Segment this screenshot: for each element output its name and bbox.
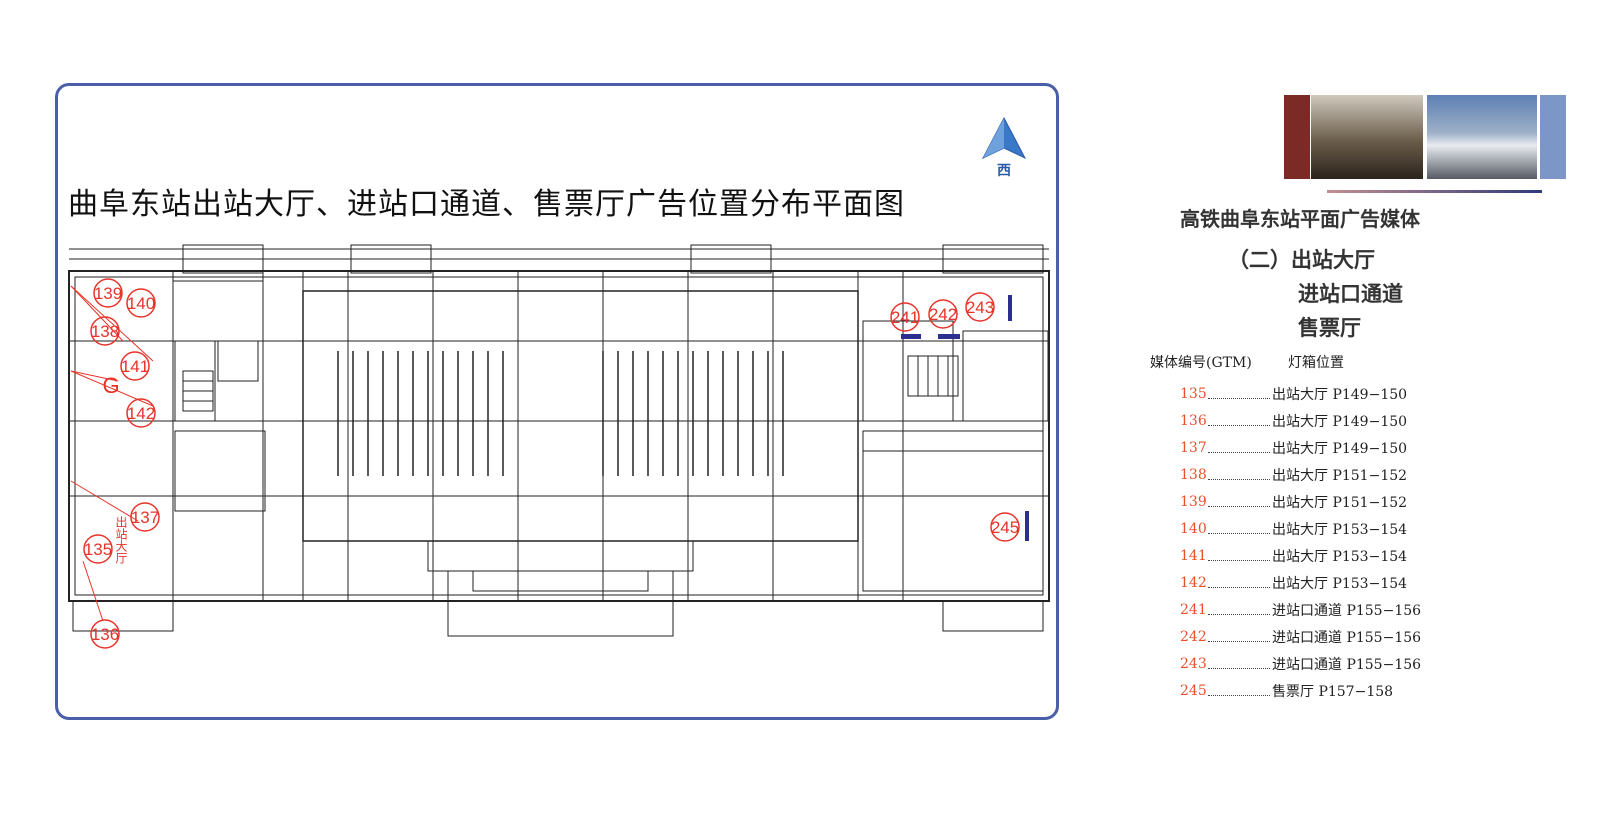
media-code: 136 <box>1180 412 1207 429</box>
media-code: 140 <box>1180 520 1207 537</box>
list-item: 137 出站大厅 P149−150 <box>1180 434 1421 461</box>
media-location: 出站大厅 P151−152 <box>1272 494 1408 511</box>
col-header-location: 灯箱位置 <box>1288 355 1344 371</box>
media-location: 出站大厅 P149−150 <box>1272 386 1408 403</box>
media-title: 高铁曲阜东站平面广告媒体 <box>1180 207 1420 231</box>
media-location: 进站口通道 P155−156 <box>1272 629 1422 646</box>
list-item: 139 出站大厅 P151−152 <box>1180 488 1421 515</box>
media-code: 243 <box>1180 655 1207 672</box>
marker-135: 135 <box>83 534 113 564</box>
svg-text:141: 141 <box>121 357 149 376</box>
marker-138: 138 <box>90 316 120 346</box>
media-code: 242 <box>1180 628 1207 645</box>
media-location: 售票厅 P157−158 <box>1272 683 1394 700</box>
media-code: 245 <box>1180 682 1207 699</box>
col-header-code: 媒体编号(GTM) <box>1150 355 1252 371</box>
media-code: 137 <box>1180 439 1207 456</box>
station-interior-photo <box>1311 95 1423 179</box>
plan-title: 曲阜东站出站大厅、进站口通道、售票厅广告位置分布平面图 <box>68 187 905 222</box>
area-label-exit-hall: 出站大厅 <box>114 516 128 564</box>
marker-139: 139 <box>93 278 123 308</box>
compass-label: 西 <box>997 163 1011 179</box>
list-item: 142 出站大厅 P153−154 <box>1180 569 1421 596</box>
accent-divider <box>1327 190 1542 193</box>
media-code: 135 <box>1180 385 1207 402</box>
floor-plan-panel: 曲阜东站出站大厅、进站口通道、售票厅广告位置分布平面图 西 <box>55 83 1059 720</box>
media-location: 出站大厅 P151−152 <box>1272 467 1408 484</box>
media-location: 出站大厅 P149−150 <box>1272 413 1408 430</box>
header-photo-strip <box>1284 95 1570 179</box>
media-location: 进站口通道 P155−156 <box>1272 656 1422 673</box>
media-location: 出站大厅 P149−150 <box>1272 440 1408 457</box>
decor-block <box>1540 95 1566 179</box>
svg-text:243: 243 <box>966 298 994 317</box>
svg-text:135: 135 <box>84 540 112 559</box>
media-location: 出站大厅 P153−154 <box>1272 521 1408 538</box>
marker-142: 142 <box>126 398 156 428</box>
media-list: 135 出站大厅 P149−150 136 出站大厅 P149−150 137 出站大… <box>1180 380 1421 704</box>
marker-140: 140 <box>126 288 156 318</box>
svg-text:142: 142 <box>127 404 155 423</box>
list-item: 242 进站口通道 P155−156 <box>1180 623 1421 650</box>
svg-text:242: 242 <box>929 305 957 324</box>
media-code: 138 <box>1180 466 1207 483</box>
list-item: 138 出站大厅 P151−152 <box>1180 461 1421 488</box>
marker-137: 137 <box>130 502 160 532</box>
section-line-3: 售票厅 <box>1298 316 1361 340</box>
decor-block <box>1284 95 1310 179</box>
svg-text:139: 139 <box>94 284 122 303</box>
marker-243: 243 <box>965 292 995 322</box>
media-code: 241 <box>1180 601 1207 618</box>
marker-242: 242 <box>928 299 958 329</box>
media-location: 出站大厅 P153−154 <box>1272 548 1408 565</box>
svg-text:137: 137 <box>131 508 159 527</box>
media-location: 进站口通道 P155−156 <box>1272 602 1422 619</box>
svg-text:140: 140 <box>127 294 155 313</box>
media-code: 142 <box>1180 574 1207 591</box>
list-item: 136 出站大厅 P149−150 <box>1180 407 1421 434</box>
svg-text:245: 245 <box>991 518 1019 537</box>
list-item: 140 出站大厅 P153−154 <box>1180 515 1421 542</box>
marker-136: 136 <box>90 619 120 649</box>
media-code: 141 <box>1180 547 1207 564</box>
section-heading: （二）出站大厅 进站口通道 售票厅 <box>1228 243 1403 345</box>
marker-245: 245 <box>990 512 1020 542</box>
high-speed-train-photo <box>1427 95 1537 179</box>
svg-text:241: 241 <box>891 308 919 327</box>
section-line-1: （二）出站大厅 <box>1228 248 1375 272</box>
svg-text:136: 136 <box>91 625 119 644</box>
marker-141: 141 <box>120 351 150 381</box>
list-item: 241 进站口通道 P155−156 <box>1180 596 1421 623</box>
list-item: 135 出站大厅 P149−150 <box>1180 380 1421 407</box>
section-line-2: 进站口通道 <box>1298 282 1403 306</box>
north-arrow-icon: 西 <box>981 116 1031 186</box>
media-location: 出站大厅 P153−154 <box>1272 575 1408 592</box>
media-code: 139 <box>1180 493 1207 510</box>
svg-text:138: 138 <box>91 322 119 341</box>
area-label-g: G <box>102 373 119 398</box>
list-item: 141 出站大厅 P153−154 <box>1180 542 1421 569</box>
floor-plan-drawing: 139 140 138 141 142 137 135 136 241 242 … <box>68 244 1050 649</box>
marker-241: 241 <box>890 302 920 332</box>
list-item: 245 售票厅 P157−158 <box>1180 677 1421 704</box>
list-item: 243 进站口通道 P155−156 <box>1180 650 1421 677</box>
